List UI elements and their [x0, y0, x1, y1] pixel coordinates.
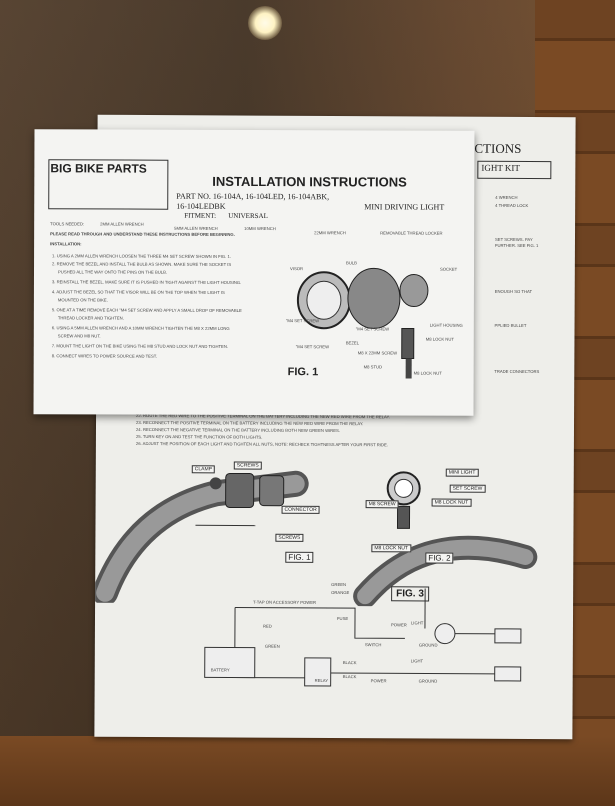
side-note: TRADE CONNECTORS — [494, 368, 540, 375]
tap-label: T-TAP ON ACCESSORY POWER — [253, 599, 317, 605]
connector-label: CONNECTOR — [281, 505, 320, 514]
product-name: MINI DRIVING LIGHT — [364, 202, 445, 212]
wiring-step: 24. RECONNECT THE NEGATIVE TERMINAL ON T… — [135, 426, 340, 434]
tool-item: 2MM ALLEN WRENCH — [100, 221, 144, 227]
ground-label-2: GROUND — [418, 678, 438, 684]
light-label-2: LIGHT — [410, 658, 424, 664]
relay-label: RELAY — [314, 677, 329, 683]
bulb-label: BULB — [346, 260, 357, 266]
part-number: PART NO. 16-104A, 16-104LED, 16-104ABK, — [176, 191, 330, 202]
step: 6. USING A 5MM ALLEN WRENCH AND A 10MM W… — [51, 325, 230, 331]
installation-heading: INSTALLATION: — [50, 241, 82, 247]
screws-label-2: SCREWS — [275, 533, 304, 542]
m8-screw-label: M8 X 22MM SCREW — [357, 350, 398, 356]
wiring-step: 23. RECONNECT THE POSITIVE TERMINAL ON T… — [136, 419, 364, 427]
fig2-back-label: FIG. 2 — [425, 552, 454, 564]
step: THREAD LOCKER AND TIGHTEN. — [57, 315, 124, 321]
fuse-label: FUSE — [336, 616, 349, 622]
step: 8. CONNECT WIRES TO POWER SOURCE AND TES… — [51, 353, 158, 359]
wiring-step: 25. TURN KEY ON AND TEST THE FUNCTION OF… — [135, 433, 263, 440]
m8-screw-label: M8 SCREW — [365, 500, 399, 509]
switch-label: SWITCH — [364, 642, 382, 648]
tools-needed: TOOLS NEEDED: — [50, 221, 85, 227]
wire-red-label: RED — [262, 623, 272, 629]
tool-item: 22MM WRENCH — [314, 230, 346, 236]
read-notice: PLEASE READ THROUGH AND UNDERSTAND THESE… — [50, 231, 235, 237]
m8-lock-nut-label: M8 LOCK NUT — [431, 498, 472, 507]
handlebar-clamp-diagram — [95, 470, 309, 605]
step: 4. ADJUST THE BEZEL SO THAT THE VISOR WI… — [51, 289, 225, 295]
wiring-step: 26. ADJUST THE POSITION OF EACH LIGHT AN… — [135, 440, 388, 448]
light-housing-label: LIGHT HOUSING — [429, 322, 463, 328]
light-exploded-diagram — [296, 267, 429, 379]
wire-black-label: BLACK — [342, 660, 357, 666]
m8-lock-nut-label: M8 LOCK NUT — [425, 336, 454, 342]
mini-light-mount-diagram — [353, 471, 538, 608]
wire-black-2-label: BLACK — [342, 674, 357, 680]
step: 1. USING A 2MM ALLEN WRENCH LOOSEN THE T… — [52, 253, 232, 259]
bezel-label: BEZEL — [345, 340, 360, 346]
m4-set-screw-label-2: "M4 SET SCREW — [355, 326, 390, 332]
tool-item: 10MM WRENCH — [244, 225, 276, 232]
back-kit-text: IGHT KIT — [481, 162, 520, 173]
fitment-value: UNIVERSAL — [228, 211, 268, 221]
step: SCREW AND M8 NUT. — [57, 333, 101, 339]
tool-item: REMOVABLE THREAD LOCKER — [380, 230, 443, 236]
fig3-label: FIG. 3 — [391, 586, 429, 602]
side-note: FURTHER. SEE FIG. 1 — [494, 242, 539, 249]
power-label-2: POWER — [370, 678, 387, 684]
m4-set-screw-label: "M4 SET SCREW — [285, 318, 320, 324]
wire-green-label: GREEN — [331, 581, 347, 588]
set-screw-label: SET SCREW — [449, 484, 486, 493]
step: PUSHED ALL THE WAY ONTO THE PINS ON THE … — [57, 269, 168, 275]
battery-label: BATTERY — [210, 667, 230, 673]
side-note: SET SCREWS. PAY — [494, 236, 533, 243]
side-note: PPLIED BULLET — [494, 322, 527, 329]
tool-item: 5MM ALLEN WRENCH — [174, 225, 218, 231]
fitment-label: FITMENT: — [184, 211, 217, 220]
lamp-reflection — [248, 6, 282, 40]
socket-label: SOCKET — [440, 266, 458, 272]
page-title: INSTALLATION INSTRUCTIONS — [212, 173, 407, 190]
wood-table-edge — [0, 736, 615, 806]
m8-lock-nut-label-2: M8 LOCK NUT — [413, 370, 442, 376]
screws-label: SCREWS — [233, 461, 262, 470]
m4-set-screw-label-3: "M4 SET SCREW — [295, 344, 330, 350]
ground-label: GROUND — [418, 642, 438, 648]
side-note: 4 THREAD LOCK — [495, 202, 529, 209]
fig1-back-label: FIG. 1 — [285, 551, 314, 563]
mini-light-label: MINI LIGHT — [445, 468, 479, 477]
step: 7. MOUNT THE LIGHT ON THE BIKE USING THE… — [51, 343, 229, 349]
step: 5. ONE AT A TIME REMOVE EACH "M4 SET SCR… — [51, 307, 242, 313]
m8-lock-nut-label-2: M8 LOCK NUT — [371, 544, 412, 553]
step: 3. REINSTALL THE BEZEL. MAKE SURE IT IS … — [51, 279, 242, 285]
clamp-label: CLAMP — [191, 465, 216, 474]
power-label: POWER — [390, 622, 407, 628]
visor-label: VISOR — [290, 266, 304, 272]
wiring-diagram — [204, 588, 522, 687]
fig1-label: FIG. 1 — [287, 366, 319, 379]
step: 2. REMOVE THE BEZEL AND INSTALL THE BULB… — [52, 261, 232, 267]
step: MOUNTED ON THE BIKE. — [57, 297, 108, 303]
side-note: ENOUGH SO THAT — [494, 288, 533, 295]
light-label: LIGHT — [410, 620, 424, 626]
wire-orange-label: ORANGE — [331, 589, 350, 596]
part-number-2: 16-104LEDBK — [176, 201, 226, 211]
wire-green-2-label: GREEN — [264, 643, 280, 649]
side-note: 4 WRENCH — [495, 194, 518, 200]
front-instruction-sheet: BIG BIKE PARTS INSTALLATION INSTRUCTIONS… — [33, 129, 475, 416]
back-instruction-sheet: INSTRUCTIONS IGHT KIT 4 WRENCH 4 THREAD … — [94, 114, 576, 740]
m8-stud-label: M8 STUD — [363, 364, 383, 370]
brand-box — [48, 159, 169, 210]
